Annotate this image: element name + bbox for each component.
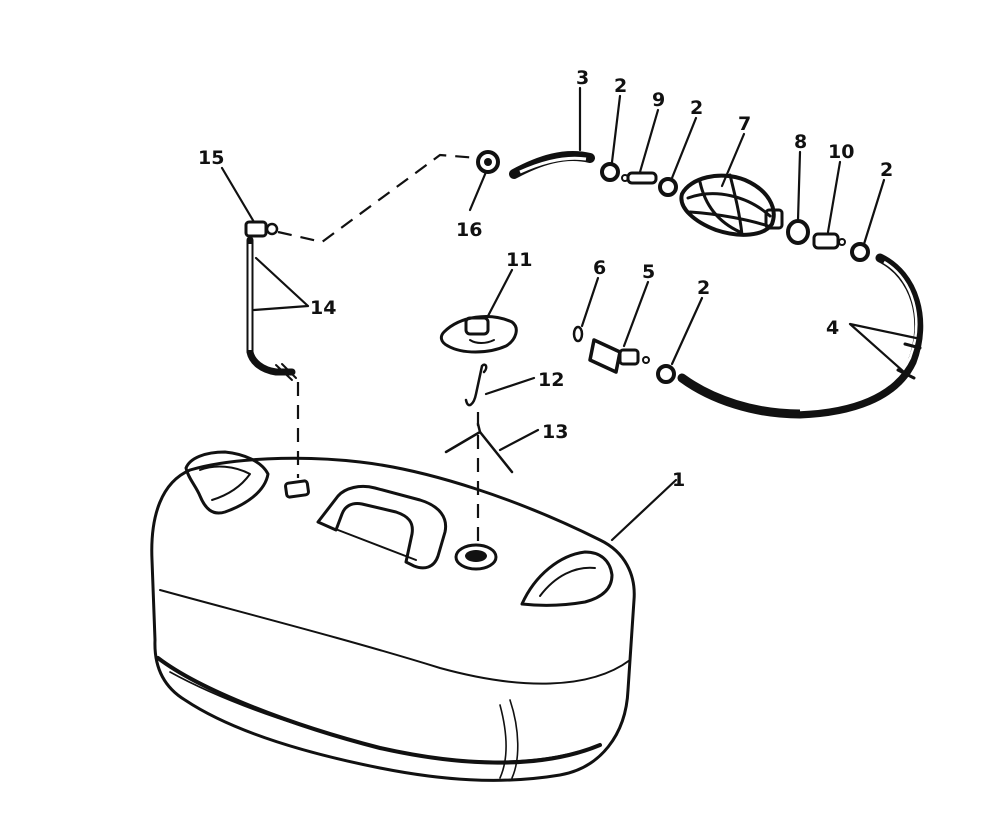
callout-14: 14 xyxy=(310,297,336,319)
callout-9: 9 xyxy=(652,89,665,111)
callout-labels: 1 2 2 2 2 3 4 5 6 7 8 9 10 11 12 13 14 1… xyxy=(198,67,893,491)
callout-1: 1 xyxy=(672,469,685,491)
chain-hook xyxy=(464,363,488,407)
clamp-2-a xyxy=(600,162,620,182)
callout-2-b: 2 xyxy=(690,97,703,119)
fuel-tank xyxy=(150,450,636,782)
callout-4: 4 xyxy=(826,317,839,339)
spring-retainer xyxy=(444,422,514,474)
filler-cap xyxy=(439,315,518,354)
o-ring xyxy=(572,325,584,343)
callout-12: 12 xyxy=(538,369,564,391)
leader-lines xyxy=(220,86,918,542)
callout-5: 5 xyxy=(642,261,655,283)
callout-6: 6 xyxy=(593,257,606,279)
callout-7: 7 xyxy=(738,113,751,135)
callout-10: 10 xyxy=(828,141,854,163)
hose-3 xyxy=(509,151,595,179)
callout-13: 13 xyxy=(542,421,568,443)
pickup-tube xyxy=(246,236,297,381)
callout-8: 8 xyxy=(794,131,807,153)
callout-16: 16 xyxy=(456,219,482,241)
callout-2-d: 2 xyxy=(697,277,710,299)
callout-15: 15 xyxy=(198,147,224,169)
callout-3: 3 xyxy=(576,67,589,89)
primer-bulb xyxy=(679,173,784,237)
alignment-lines xyxy=(277,153,480,545)
connector-5 xyxy=(588,338,650,374)
connector-10 xyxy=(812,232,846,250)
callout-2-a: 2 xyxy=(614,75,627,97)
clamp-2-b xyxy=(658,177,678,197)
elbow-fitting xyxy=(244,220,279,238)
callout-11: 11 xyxy=(506,249,532,271)
clamp-8 xyxy=(786,219,810,245)
nut-16 xyxy=(476,150,500,174)
clamp-2-c xyxy=(850,242,870,262)
fuel-line-hose xyxy=(677,253,924,419)
callout-2-c: 2 xyxy=(880,159,893,181)
clamp-2-d xyxy=(656,364,676,384)
connector-9 xyxy=(621,171,658,185)
